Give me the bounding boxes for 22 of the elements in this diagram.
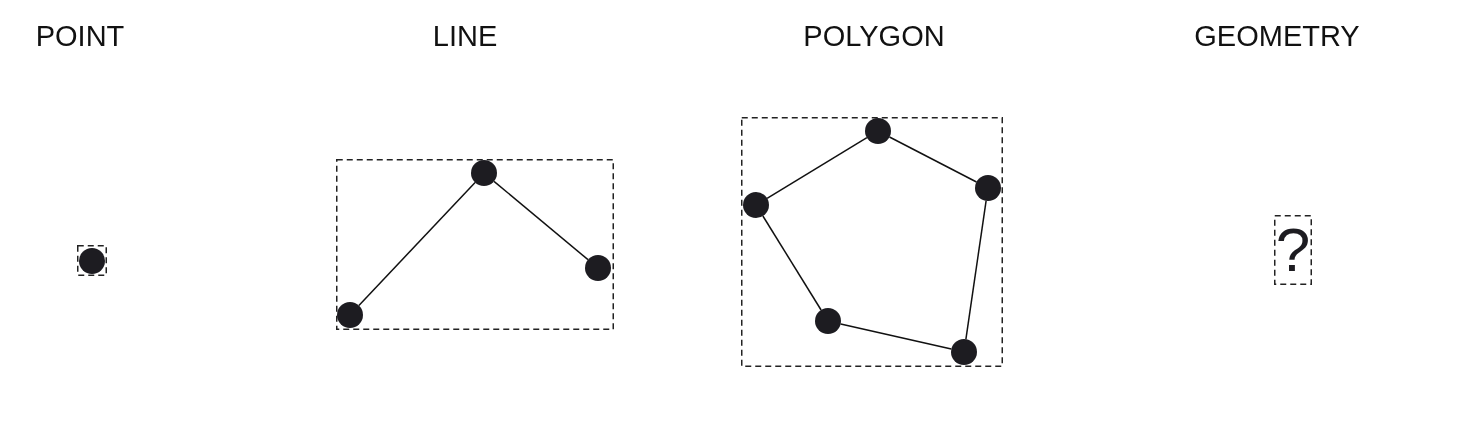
panel-title: GEOMETRY <box>1194 20 1360 52</box>
vertex-dot <box>815 308 841 334</box>
vertex-dot <box>471 160 497 186</box>
panel-title: POLYGON <box>803 20 945 52</box>
question-mark: ? <box>1274 215 1312 285</box>
vertex-dot <box>585 255 611 281</box>
vertex-dot <box>743 192 769 218</box>
vertex-dot <box>951 339 977 365</box>
vertex-dot <box>865 118 891 144</box>
bounding-box <box>336 159 614 330</box>
line-segment <box>839 323 953 350</box>
line-segment <box>762 215 822 311</box>
vertex-dot <box>337 302 363 328</box>
panel-title: POINT <box>35 20 125 52</box>
vertex-dot <box>975 175 1001 201</box>
bounding-box <box>741 117 1003 367</box>
line-segment <box>358 181 476 307</box>
line-segment <box>766 136 868 200</box>
line-segment <box>965 200 987 340</box>
line-segment <box>493 180 589 261</box>
line-segment <box>888 136 978 183</box>
panel-title: LINE <box>432 20 498 52</box>
